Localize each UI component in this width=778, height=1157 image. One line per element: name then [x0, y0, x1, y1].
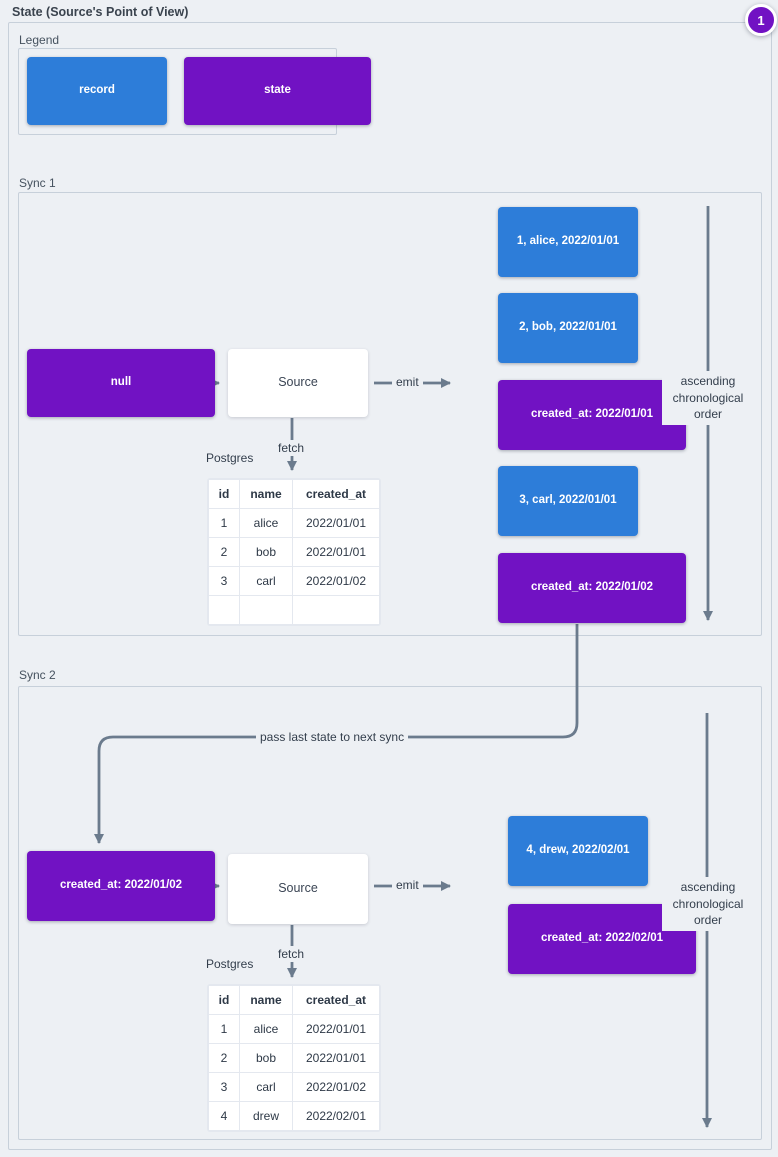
emitted-state-box: created_at: 2022/01/02: [498, 553, 686, 623]
cell-name: carl: [239, 566, 293, 596]
cell-created-at: [292, 595, 380, 625]
cell-name: bob: [239, 537, 293, 567]
col-header-created-at: created_at: [292, 985, 380, 1015]
step-badge: 1: [745, 4, 777, 36]
legend-record-swatch: record: [27, 57, 167, 125]
table-row: [208, 595, 380, 625]
sync2-frame: [18, 686, 762, 1140]
table-header-row: id name created_at: [208, 479, 380, 509]
outer-frame: [8, 22, 772, 1150]
cell-id: 3: [208, 1072, 240, 1102]
cell-created-at: 2022/01/01: [292, 1014, 380, 1044]
sync2-order-note: ascending chronological order: [662, 877, 754, 931]
emitted-record-box: 3, carl, 2022/01/01: [498, 466, 638, 536]
col-header-created-at: created_at: [292, 479, 380, 509]
cell-id: 2: [208, 537, 240, 567]
cell-id: 1: [208, 508, 240, 538]
cell-name: alice: [239, 508, 293, 538]
emitted-record-box: 1, alice, 2022/01/01: [498, 207, 638, 277]
table-row: 2 bob 2022/01/01: [208, 537, 380, 567]
sync2-input-state-box: created_at: 2022/01/02: [27, 851, 215, 921]
table-row: 1 alice 2022/01/01: [208, 1014, 380, 1044]
cell-id: 4: [208, 1101, 240, 1131]
sync1-title: Sync 1: [19, 176, 56, 190]
col-header-name: name: [239, 985, 293, 1015]
cell-id: 2: [208, 1043, 240, 1073]
emitted-state-box: created_at: 2022/01/01: [498, 380, 686, 450]
legend-title: Legend: [19, 33, 60, 47]
sync1-frame: [18, 192, 762, 636]
sync1-emit-label: emit: [392, 374, 423, 390]
sync1-fetch-label: fetch: [274, 440, 309, 456]
cell-created-at: 2022/01/01: [292, 508, 380, 538]
sync1-input-state-box: null: [27, 349, 215, 417]
cell-created-at: 2022/02/01: [292, 1101, 380, 1131]
sync1-postgres-table: id name created_at 1 alice 2022/01/01 2 …: [208, 479, 380, 625]
cell-name: [239, 595, 293, 625]
emitted-record-box: 4, drew, 2022/02/01: [508, 816, 648, 886]
page-title: State (Source's Point of View): [12, 5, 189, 19]
table-row: 2 bob 2022/01/01: [208, 1043, 380, 1073]
cell-name: bob: [239, 1043, 293, 1073]
cell-created-at: 2022/01/01: [292, 537, 380, 567]
cell-name: drew: [239, 1101, 293, 1131]
table-row: 3 carl 2022/01/02: [208, 1072, 380, 1102]
sync2-title: Sync 2: [19, 668, 56, 682]
sync2-postgres-label: Postgres: [206, 957, 254, 971]
table-header-row: id name created_at: [208, 985, 380, 1015]
sync2-emit-label: emit: [392, 877, 423, 893]
sync1-postgres-label: Postgres: [206, 451, 254, 465]
cell-created-at: 2022/01/02: [292, 566, 380, 596]
col-header-name: name: [239, 479, 293, 509]
sync1-order-note: ascending chronological order: [662, 371, 754, 425]
table-row: 4 drew 2022/02/01: [208, 1101, 380, 1131]
pass-state-label: pass last state to next sync: [256, 729, 409, 745]
cell-created-at: 2022/01/01: [292, 1043, 380, 1073]
col-header-id: id: [208, 985, 240, 1015]
table-row: 3 carl 2022/01/02: [208, 566, 380, 596]
cell-id: [208, 595, 240, 625]
sync2-fetch-label: fetch: [274, 946, 309, 962]
sync2-source-box: Source: [228, 854, 368, 924]
cell-name: alice: [239, 1014, 293, 1044]
legend-state-swatch: state: [184, 57, 371, 125]
emitted-record-box: 2, bob, 2022/01/01: [498, 293, 638, 363]
cell-name: carl: [239, 1072, 293, 1102]
cell-id: 3: [208, 566, 240, 596]
sync1-source-box: Source: [228, 349, 368, 417]
cell-id: 1: [208, 1014, 240, 1044]
cell-created-at: 2022/01/02: [292, 1072, 380, 1102]
col-header-id: id: [208, 479, 240, 509]
sync2-postgres-table: id name created_at 1 alice 2022/01/01 2 …: [208, 985, 380, 1131]
table-row: 1 alice 2022/01/01: [208, 508, 380, 538]
